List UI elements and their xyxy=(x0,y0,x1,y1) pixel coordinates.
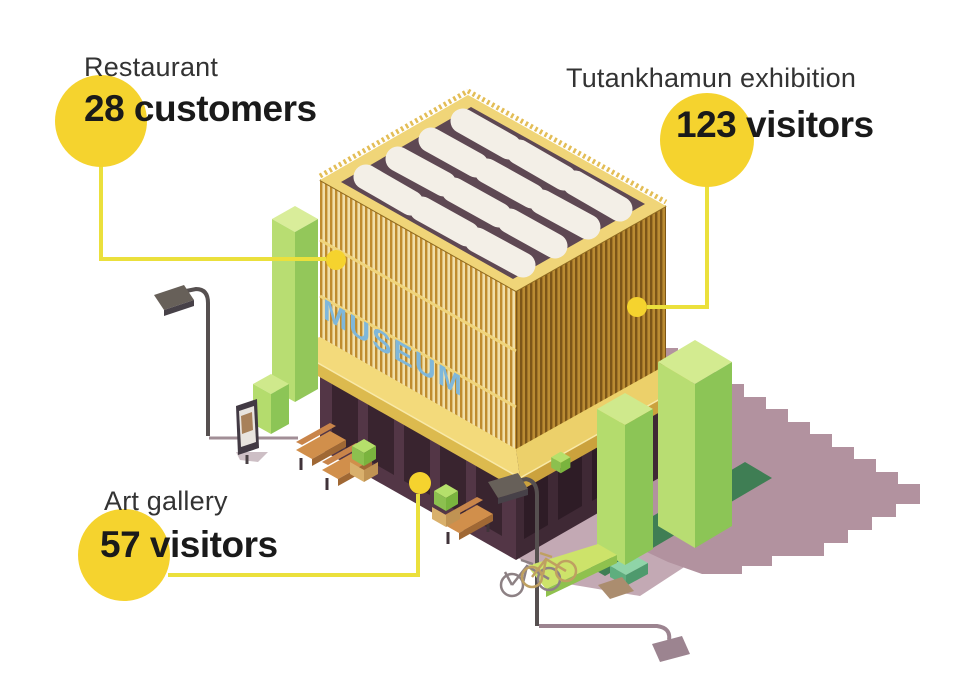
connector-restaurant xyxy=(99,152,326,261)
roof-serration-right xyxy=(466,88,668,205)
callout-connectors xyxy=(99,152,709,577)
restaurant-callout-title: Restaurant xyxy=(84,52,218,83)
callout-anchor-dots xyxy=(326,250,647,494)
gallery-callout-title: Art gallery xyxy=(104,486,228,517)
planter-1 xyxy=(350,439,378,482)
restaurant-title-text: Restaurant xyxy=(84,52,219,82)
hedge-left-tall xyxy=(272,206,318,402)
facade-right-slats xyxy=(516,206,666,454)
lamp-shadow-right xyxy=(539,624,672,641)
facade-ledge-1 xyxy=(319,238,517,353)
bike-rack xyxy=(527,544,634,599)
connector-gallery xyxy=(168,494,420,577)
hedge-left-low xyxy=(253,374,289,434)
street-lamp-right xyxy=(488,473,539,626)
anchor-dot-gallery xyxy=(409,472,431,494)
gallery-value-text: 57 visitors xyxy=(100,524,278,565)
street-lamp-left xyxy=(154,285,210,436)
hedge-right-short xyxy=(597,393,653,565)
exhibition-value-text: 123 visitors xyxy=(676,104,874,145)
restaurant-value-text: 28 customers xyxy=(84,88,317,129)
anchor-dot-restaurant xyxy=(326,250,346,270)
roof-floor xyxy=(341,107,645,279)
billboard-sign xyxy=(236,399,259,464)
hedge-right-tall xyxy=(658,340,732,548)
gallery-title-text: Art gallery xyxy=(104,486,228,516)
callout-circles xyxy=(55,75,754,601)
anchor-dot-exhibition xyxy=(627,297,647,317)
lamp-head xyxy=(488,473,528,498)
hedge-right-group xyxy=(578,340,772,586)
lamp-head xyxy=(154,285,194,310)
roof xyxy=(318,88,668,291)
awning-fascia-left xyxy=(288,346,520,491)
roof-vaults xyxy=(353,108,633,278)
exhibition-title-text: Tutankhamun exhibition xyxy=(566,63,857,93)
callout-circle-gallery xyxy=(78,509,170,601)
planter-2 xyxy=(432,484,460,527)
restaurant-callout-value: 28 customers xyxy=(84,88,317,130)
facade-left-slats xyxy=(320,180,516,454)
awning-top-left xyxy=(288,337,520,478)
roof-serration-left xyxy=(318,88,470,179)
connector-exhibition xyxy=(647,178,709,309)
exhibition-callout-title: Tutankhamun exhibition xyxy=(566,63,856,94)
lamp-head-shadow xyxy=(652,636,690,662)
bench-1 xyxy=(296,423,346,470)
exhibition-callout-value: 123 visitors xyxy=(676,104,874,146)
facade-ledge-2 xyxy=(319,294,517,409)
sign-shadow xyxy=(236,452,268,462)
gallery-callout-value: 57 visitors xyxy=(100,524,278,566)
bicycles xyxy=(499,551,578,598)
callout-circle-restaurant xyxy=(55,75,147,167)
callout-circle-exhibition xyxy=(660,93,754,187)
